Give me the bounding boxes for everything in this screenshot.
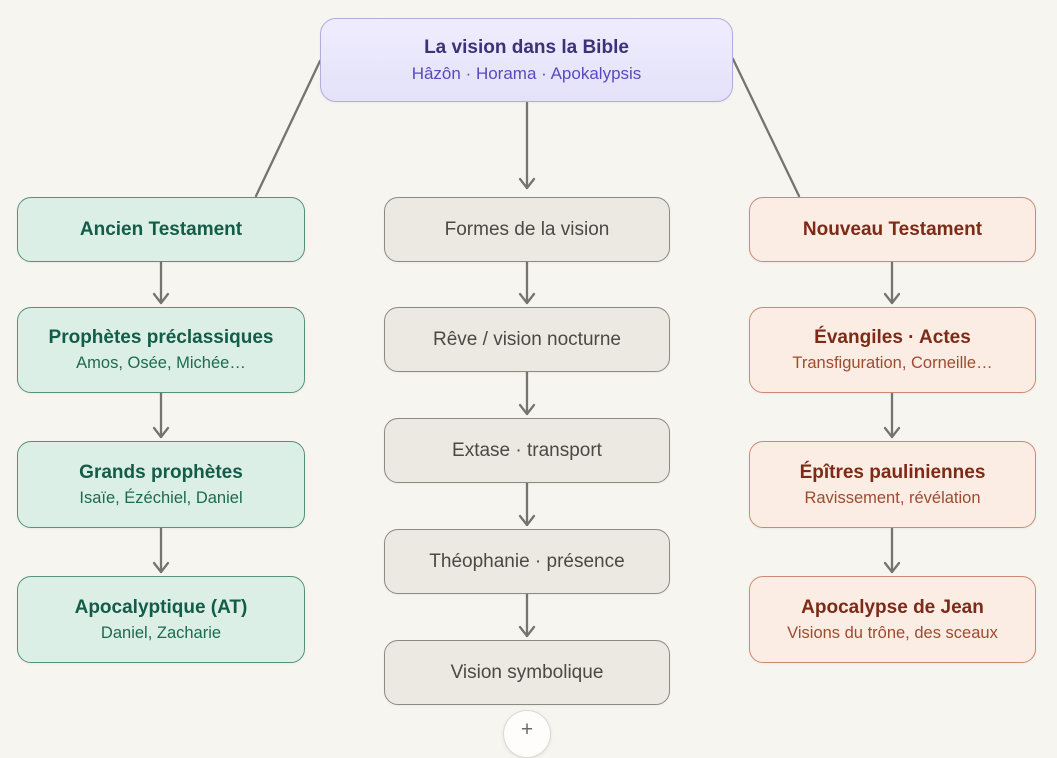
node-subtitle: Isaïe, Ézéchiel, Daniel [79,488,243,507]
node-apocalyptique-at[interactable]: Apocalyptique (AT) Daniel, Zacharie [17,576,305,663]
arrowhead [518,177,536,190]
node-evangiles-actes[interactable]: Évangiles · Actes Transfiguration, Corne… [749,307,1036,393]
node-title: Évangiles · Actes [814,327,971,349]
node-grands-prophetes[interactable]: Grands prophètes Isaïe, Ézéchiel, Daniel [17,441,305,528]
node-prophetes-preclassiques[interactable]: Prophètes préclassiques Amos, Osée, Mich… [17,307,305,393]
arrowhead [883,292,901,305]
node-title: Nouveau Testament [802,218,983,240]
arrowhead [518,292,536,305]
node-root[interactable]: La vision dans la Bible Hâzôn · Horama ·… [320,18,733,102]
edge-root-to-right [731,57,801,198]
arrowhead [883,426,901,439]
arrowhead [518,403,536,416]
node-title: Formes de la vision [444,218,610,240]
node-apocalypse-de-jean[interactable]: Apocalypse de Jean Visions du trône, des… [749,576,1036,663]
node-subtitle: Visions du trône, des sceaux [787,623,998,642]
node-ancien-testament[interactable]: Ancien Testament [17,197,305,262]
node-title: Grands prophètes [79,461,243,483]
arrowhead [152,561,170,574]
node-subtitle: Amos, Osée, Michée… [76,354,246,373]
arrowhead [152,292,170,305]
node-reve-vision-nocturne[interactable]: Rêve / vision nocturne [384,307,670,372]
edge-root-to-left [254,59,322,198]
node-subtitle: Hâzôn · Horama · Apokalypsis [411,63,642,83]
node-title: Ancien Testament [79,218,243,240]
node-title: Épîtres pauliniennes [799,461,986,483]
mindmap-canvas: La vision dans la Bible Hâzôn · Horama ·… [17,18,1036,758]
node-title: Apocalyptique (AT) [74,596,248,618]
node-formes-de-la-vision[interactable]: Formes de la vision [384,197,670,262]
node-title: Rêve / vision nocturne [433,328,621,350]
node-nouveau-testament[interactable]: Nouveau Testament [749,197,1036,262]
node-subtitle: Transfiguration, Corneille… [792,354,993,373]
node-subtitle: Ravissement, révélation [804,488,981,507]
add-child-button[interactable]: + [503,710,551,758]
node-subtitle: Daniel, Zacharie [100,623,222,642]
arrowhead [518,625,536,638]
arrowhead [152,426,170,439]
node-title: Apocalypse de Jean [801,596,984,618]
arrowhead [883,561,901,574]
node-title: Extase · transport [452,439,602,461]
node-title: Vision symbolique [450,661,604,683]
node-title: Prophètes préclassiques [48,327,274,349]
node-theophanie-presence[interactable]: Théophanie · présence [384,529,670,594]
node-extase-transport[interactable]: Extase · transport [384,418,670,483]
node-title: Théophanie · présence [429,550,625,572]
node-vision-symbolique[interactable]: Vision symbolique [384,640,670,705]
node-epitres-pauliniennes[interactable]: Épîtres pauliniennes Ravissement, révéla… [749,441,1036,528]
arrowhead [518,514,536,527]
node-title: La vision dans la Bible [424,37,629,58]
plus-icon: + [520,718,534,741]
